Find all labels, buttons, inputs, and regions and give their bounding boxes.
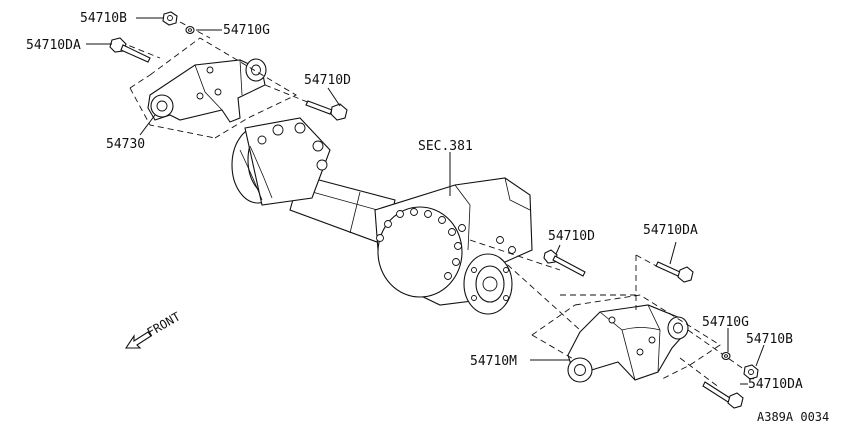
guide-line	[179, 21, 211, 39]
lower-mount-bracket	[567, 304, 689, 383]
upper-mount-bracket	[147, 58, 267, 123]
part-label-54710da-top: 54710DA	[26, 38, 81, 53]
washer-icon	[185, 25, 195, 35]
front-label: FRONT	[145, 309, 183, 339]
bolt-icon	[702, 381, 744, 409]
front-indicator: FRONT	[124, 309, 183, 349]
part-label-54710b-right: 54710B	[746, 332, 793, 347]
guide-line	[574, 294, 721, 381]
part-label-54730: 54730	[106, 137, 145, 152]
bushing-icon	[567, 357, 593, 383]
part-label-54710m: 54710M	[470, 354, 517, 369]
bolt-icon	[109, 37, 151, 63]
differential-assembly	[231, 117, 533, 315]
guide-line	[129, 87, 216, 139]
guide-line	[119, 41, 161, 59]
guide-line	[679, 357, 721, 389]
bolt-icon	[305, 100, 348, 121]
part-label-54710d-top: 54710D	[304, 73, 351, 88]
nut-icon	[162, 11, 178, 26]
leader-lines	[86, 17, 765, 385]
diagram-code: A389A 0034	[757, 410, 829, 424]
guide-line	[469, 239, 561, 271]
front-arrow-icon	[124, 331, 152, 349]
guide-line	[149, 37, 297, 139]
guide-line	[687, 329, 746, 371]
guide-line	[531, 334, 576, 361]
part-label-54710g-right: 54710G	[702, 315, 749, 330]
bolt-icon	[655, 261, 694, 283]
part-label-54710da-right-bottom: 54710DA	[748, 377, 803, 392]
guide-line	[264, 84, 341, 116]
part-label-54710da-right-top: 54710DA	[643, 223, 698, 238]
section-reference-label: SEC.381	[418, 139, 473, 154]
bolt-icon	[543, 249, 586, 277]
washer-icon	[721, 351, 731, 361]
bushing-icon	[150, 94, 174, 118]
bushing-icon	[667, 316, 689, 340]
part-label-54710d-center: 54710D	[548, 229, 595, 244]
nut-icon	[743, 364, 759, 380]
guide-line	[499, 257, 581, 331]
part-label-54710b-top: 54710B	[80, 11, 127, 26]
guide-line	[531, 304, 576, 336]
part-label-54710g-top: 54710G	[223, 23, 270, 38]
bushing-icon	[245, 58, 267, 82]
guide-line	[129, 74, 151, 89]
